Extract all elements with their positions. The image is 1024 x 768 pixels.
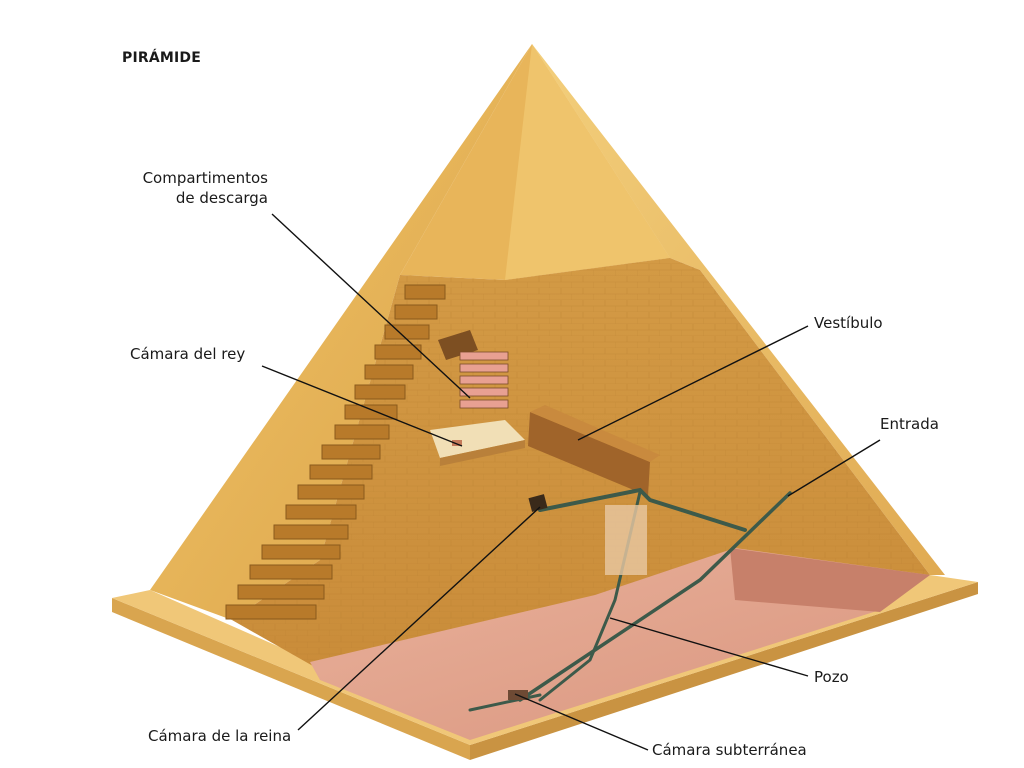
pyramid-left-face (150, 44, 532, 620)
relieving-chambers (438, 330, 509, 409)
leader-camara-rey (261, 365, 463, 447)
label-entrada: Entrada (880, 415, 939, 433)
label-camara-rey: Cámara del rey (130, 345, 246, 363)
leader-compartimentos (271, 213, 471, 399)
label-compartimentos-line2: de descarga (175, 189, 268, 207)
grand-gallery (528, 405, 660, 496)
leader-entrada (787, 439, 881, 497)
leader-vestibulo (577, 325, 809, 441)
diagram-title: PIRÁMIDE (122, 50, 202, 66)
label-camara-reina: Cámara de la reina (148, 727, 292, 745)
leader-camara-reina (297, 506, 541, 731)
kings-chamber (430, 420, 525, 466)
label-compartimentos: Compartimentos de descarga (110, 168, 268, 208)
well-shaft-block (605, 505, 647, 575)
label-vestibulo: Vestíbulo (814, 314, 883, 332)
label-compartimentos-line1: Compartimentos (142, 169, 268, 187)
leader-pozo (609, 617, 809, 677)
leader-camara-subterranea (514, 693, 649, 751)
label-pozo: Pozo (814, 668, 849, 686)
pyramid-right-face (532, 44, 945, 575)
queens-chamber (528, 494, 548, 512)
stepped-core-edge (225, 284, 446, 620)
label-camara-subterranea: Cámara subterránea (652, 741, 807, 759)
